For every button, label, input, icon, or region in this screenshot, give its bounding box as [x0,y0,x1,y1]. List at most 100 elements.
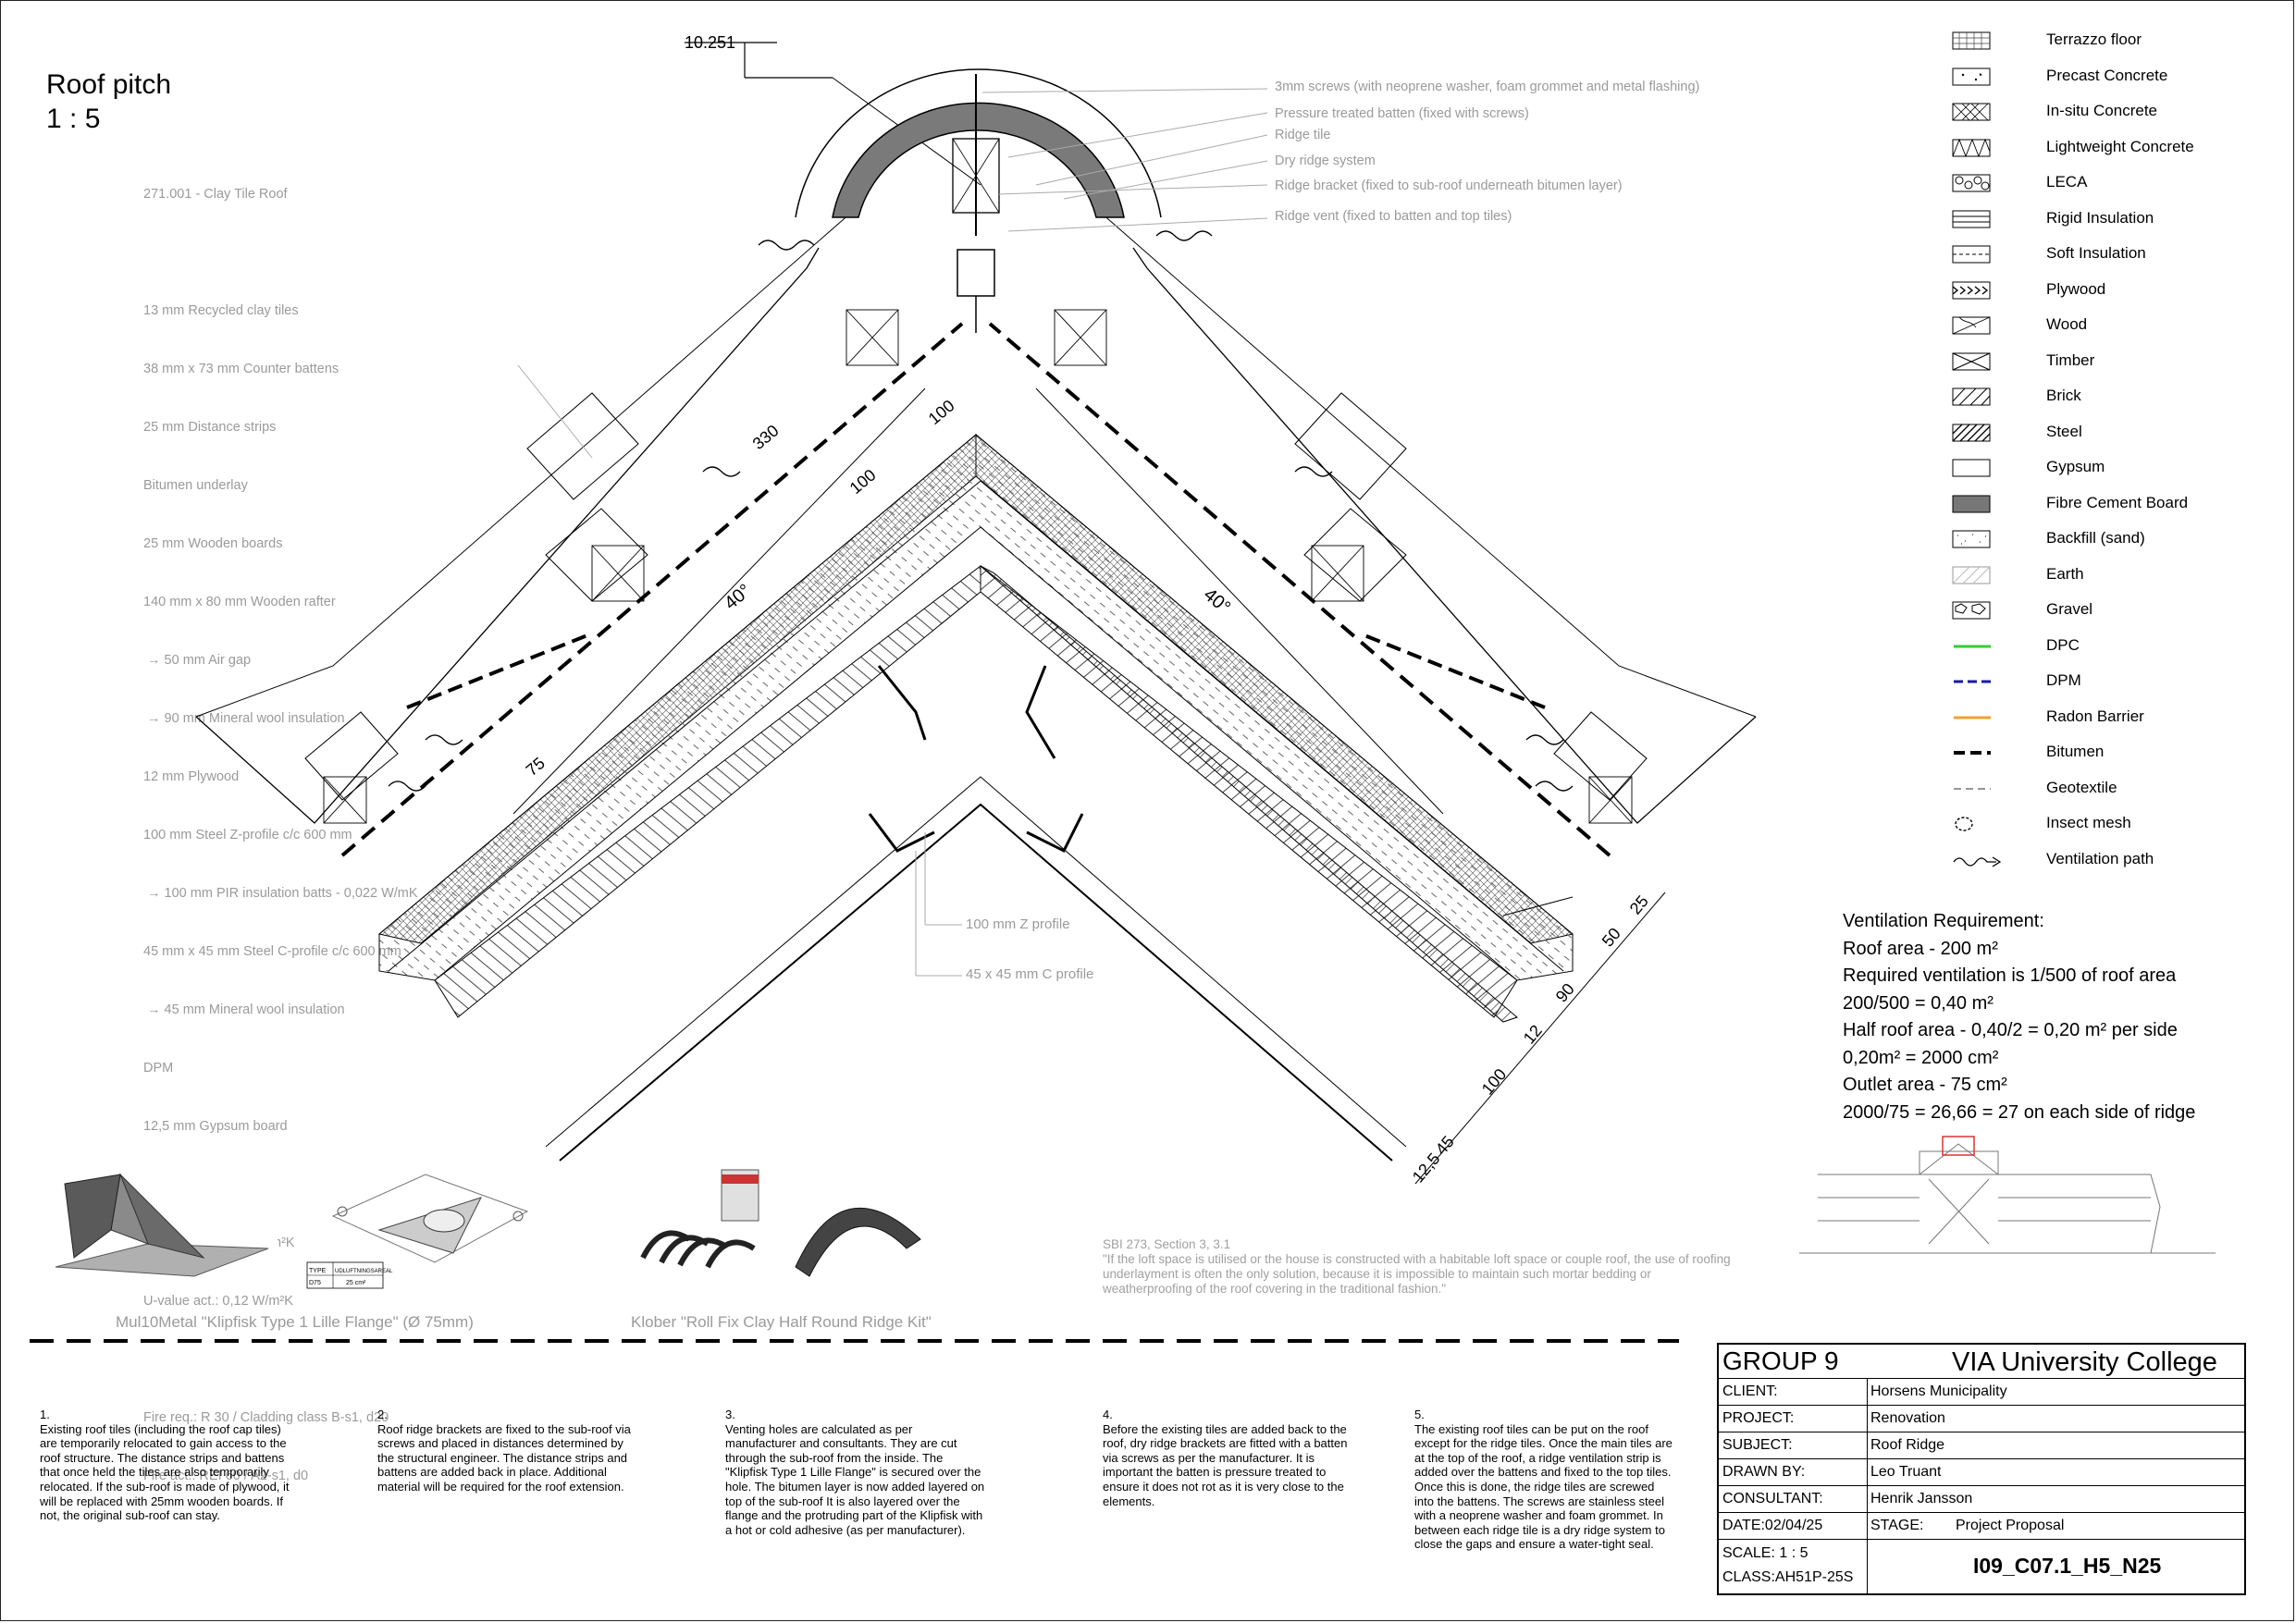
timber-swatch [1952,352,1991,370]
drawing-code: I09_C07.1_H5_N25 [1973,1554,2162,1578]
wood-swatch [1952,316,1991,335]
ventilation-line: Outlet area - 75 cm² [1843,1075,2007,1095]
drawing-scale: 1 : 5 [46,104,101,134]
spec-layer: 38 mm x 73 mm Counter battens [143,362,339,376]
sbi-ref: SBI 273, Section 3, 3.1 [1103,1237,1231,1251]
spec-layer: 140 mm x 80 mm Wooden rafter [143,595,336,609]
title-block-header: GROUP 9 VIA University College [1719,1345,2244,1379]
gypsum-swatch [1952,459,1991,477]
legend-item: DPC [1950,633,2283,669]
fire-req: Fire req.: R 30 / Cladding class B-s1, d… [143,1410,389,1425]
product-table-area: UDLUFTNINGSAREAL [335,1269,393,1274]
earth-swatch [1952,566,1991,584]
drawn-row: DRAWN BY: Leo Truant [1719,1459,2244,1486]
radon-line [1954,716,1991,719]
dpc-line [1954,645,1991,647]
step-2: 2.Roof ridge brackets are fixed to the s… [377,1408,631,1494]
tile-outline-right [1132,247,1757,824]
klipfisk-caption: Mul10Metal "Klipfisk Type 1 Lille Flange… [116,1313,474,1331]
sbi-quote: "If the loft space is utilised or the ho… [1103,1252,1731,1296]
legend-item: Gypsum [1950,455,2283,490]
ventilation-line: Roof area - 200 m² [1843,938,1998,959]
rafter-boxes [304,392,1648,801]
geotextile-line [1954,787,1991,790]
spec-layer: 100 mm Steel Z-profile c/c 600 mm [143,828,352,842]
dim-label: 90 [1552,979,1578,1005]
dim-label: 50 [1599,924,1624,950]
legend-item: Insect mesh [1950,811,2283,846]
class-value: CLASS:AH51P-25S [1722,1569,1854,1585]
consultant-row: CONSULTANT: Henrik Jansson [1719,1486,2244,1513]
callout-batten: Pressure treated batten (fixed with scre… [1275,106,1529,121]
bitumen-line-right [988,322,1611,857]
leca-swatch [1952,174,1991,192]
legend-item: Terrazzo floor [1950,28,2283,63]
dpm-line [1954,680,1991,683]
terrazzo-swatch [1952,31,1991,50]
dim-label: 75 [523,754,549,780]
legend-item: Precast Concrete [1950,64,2283,99]
steel-swatch [1952,424,1991,441]
callout-ridge-tile: Ridge tile [1275,128,1331,142]
legend-item: Wood [1950,313,2283,348]
mineral-wool-left [434,564,981,1018]
fibre-swatch [1952,495,1991,512]
legend-item: Ventilation path [1950,847,2283,882]
c-profile-label: 45 x 45 mm C profile [966,966,1093,982]
dim-label: 100 [846,465,880,498]
client-row: CLIENT: Horsens Municipality [1719,1379,2244,1406]
legend-item: Radon Barrier [1950,705,2283,740]
soft-swatch [1952,245,1991,264]
dim-label: 45 [1432,1132,1458,1158]
klober-caption: Klober "Roll Fix Clay Half Round Ridge K… [631,1313,932,1331]
legend-item: Steel [1950,420,2283,455]
product-table-row-type: D75 [309,1280,321,1286]
callout-dry-ridge: Dry ridge system [1275,154,1376,168]
dim-label: 100 [1478,1065,1511,1099]
spec-layer: → 45 mm Mineral wool insulation [143,1002,345,1017]
group-name: GROUP 9 [1722,1346,1839,1375]
subject-value: Roof Ridge [1870,1437,1945,1453]
plywood-swatch [1952,281,1991,299]
angle-left: 40° [721,581,755,614]
spec-layer: Bitumen underlay [143,478,248,493]
spec-heading: 271.001 - Clay Tile Roof [143,187,288,202]
spec-layer: 25 mm Distance strips [143,420,277,435]
legend-item: Timber [1950,349,2283,384]
legend-item: Soft Insulation [1950,241,2283,277]
sbi-reference: SBI 273, Section 3, 3.1 "If the loft spa… [1103,1237,1741,1297]
legend-item: Earth [1950,562,2283,597]
date-value: DATE:02/04/25 [1722,1518,1823,1533]
legend-item: Geotextile [1950,776,2283,811]
legend-item: LECA [1950,170,2283,205]
legend-item: Lightweight Concrete [1950,135,2283,170]
dim-label: 330 [749,421,783,453]
drawing-title: Roof pitch [46,69,172,100]
step-1: 1.Existing roof tiles (including the roo… [40,1408,290,1523]
ventilation-line: 2000/75 = 26,66 = 27 on each side of rid… [1843,1101,2196,1123]
ventilation-line: 200/500 = 0,40 m² [1843,992,1994,1014]
client-value: Horsens Municipality [1870,1383,2007,1399]
backfill-swatch [1952,530,1991,548]
legend-item: Bitumen [1950,740,2283,775]
callout-ridge-bracket: Ridge bracket (fixed to sub-roof underne… [1275,178,1623,193]
legend-item: Rigid Insulation [1950,206,2283,241]
rigid-swatch [1952,210,1991,227]
callout-screws: 3mm screws (with neoprene washer, foam g… [1275,80,1700,94]
lightweight-swatch [1952,138,1991,157]
spec-layer: DPM [143,1061,174,1076]
code-row: SCALE: 1 : 5 CLASS:AH51P-25S I09_C07.1_H… [1719,1540,2244,1595]
step-4: 4.Before the existing tiles are added ba… [1103,1408,1348,1508]
spec-layer: 12 mm Plywood [143,769,240,784]
insect-mesh-icon [1955,817,1973,831]
level-label: 10.251 [685,33,735,52]
insitu-swatch [1952,103,1991,121]
step-3: 3.Venting holes are calculated as per ma… [725,1408,985,1537]
dim-label: 100 [925,396,958,428]
legend-item: DPM [1950,669,2283,704]
spec-layer: → 100 mm PIR insulation batts - 0,022 W/… [143,886,418,901]
legend-item: Fibre Cement Board [1950,491,2283,526]
klipfisk-photo [37,1156,278,1295]
ridge-tile [832,102,1125,218]
brick-swatch [1952,387,1991,406]
